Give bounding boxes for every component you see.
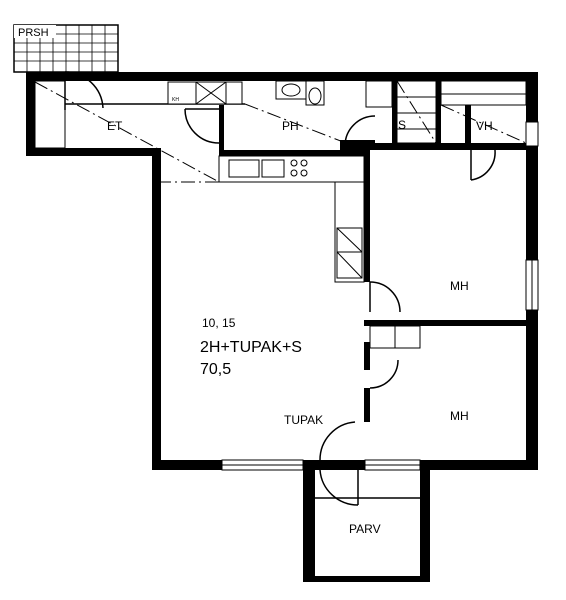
- room-label-ph: PH: [282, 119, 299, 133]
- room-label-mh-bottom: MH: [450, 409, 469, 423]
- parv-balcony: [303, 470, 430, 582]
- interior-walls: [219, 81, 526, 422]
- room-label-mh-top: MH: [450, 279, 469, 293]
- room-label-tupak: TUPAK: [284, 413, 323, 427]
- unit-type: 2H+TUPAK+S: [200, 339, 302, 356]
- room-label-vh: VH: [476, 119, 493, 133]
- unit-area: 70,5: [200, 361, 231, 378]
- room-label-s: S: [398, 118, 406, 132]
- unit-ref: 10, 15: [202, 316, 236, 330]
- doors: [64, 71, 496, 506]
- room-label-parv: PARV: [349, 522, 381, 536]
- dash-lines: [34, 80, 527, 183]
- room-label-prsh: PRSH: [18, 27, 49, 39]
- fixtures: KH: [34, 80, 527, 349]
- windows: [221, 121, 539, 471]
- room-label-et: ET: [107, 119, 123, 133]
- kh-label: KH: [172, 97, 179, 103]
- labels: PRSH ET PH S VH MH MH TUPAK PARV 10, 15 …: [18, 27, 493, 536]
